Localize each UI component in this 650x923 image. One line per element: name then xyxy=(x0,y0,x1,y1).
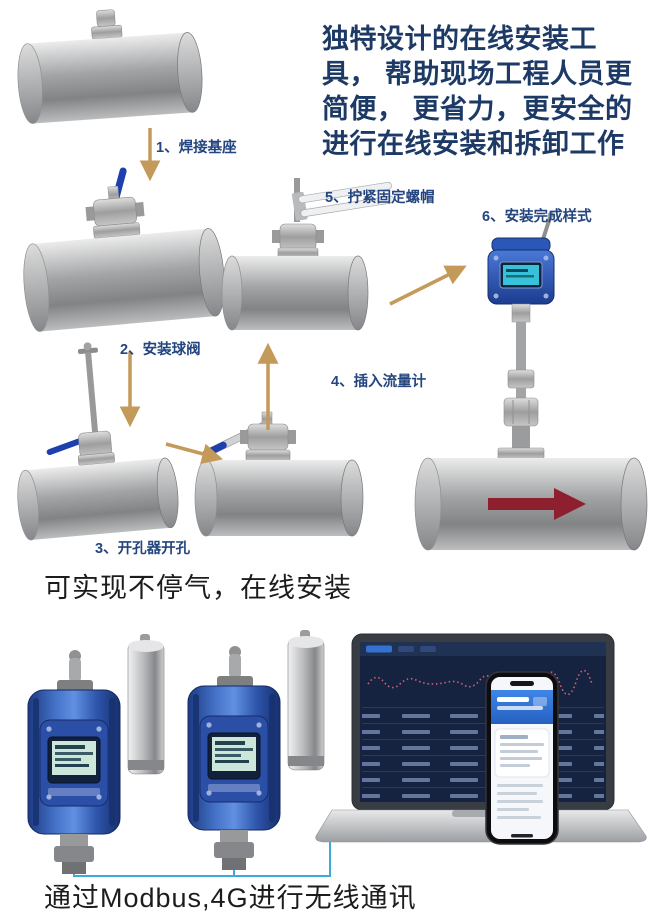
arrow-step5to6-icon xyxy=(389,265,467,306)
step-label-4: 4、插入流量计 xyxy=(331,374,427,390)
smartphone-icon xyxy=(485,671,559,845)
caption-communication: 通过Modbus,4G进行无线通讯 xyxy=(44,883,417,913)
gas-detector-2-icon xyxy=(187,629,325,871)
installation-diagram xyxy=(17,9,648,551)
step4-pipe-valve-handle-icon xyxy=(194,411,364,537)
step5-pipe-tighten-tool-icon xyxy=(221,178,395,331)
step3-pipe-hole-opener-icon xyxy=(17,342,179,541)
step-label-3: 3、开孔器开孔 xyxy=(95,541,191,557)
step-label-1: 1、焊接基座 xyxy=(156,140,237,156)
modbus-wire-icon xyxy=(73,840,331,877)
step1-pipe-weld-base-icon xyxy=(17,9,203,124)
step6-flow-meter-installed-icon xyxy=(414,211,648,551)
flow-direction-arrow-icon xyxy=(488,488,586,520)
arrow-step3to4-icon xyxy=(165,442,224,465)
step-label-2: 2、安装球阀 xyxy=(120,342,201,358)
step-label-6: 6、安装完成样式 xyxy=(482,209,592,225)
laptop-icon xyxy=(315,633,647,843)
step-label-5: 5、拧紧固定螺帽 xyxy=(325,190,435,206)
gas-detector-1-icon xyxy=(27,633,165,875)
hardware-illustration xyxy=(27,629,647,877)
intro-text: 独特设计的在线安装工具， 帮助现场工程人员更简便， 更省力，更安全的进行在线安装… xyxy=(322,24,633,160)
step2-pipe-ball-valve-icon xyxy=(23,167,225,332)
caption-online-install: 可实现不停气，在线安装 xyxy=(44,573,352,603)
